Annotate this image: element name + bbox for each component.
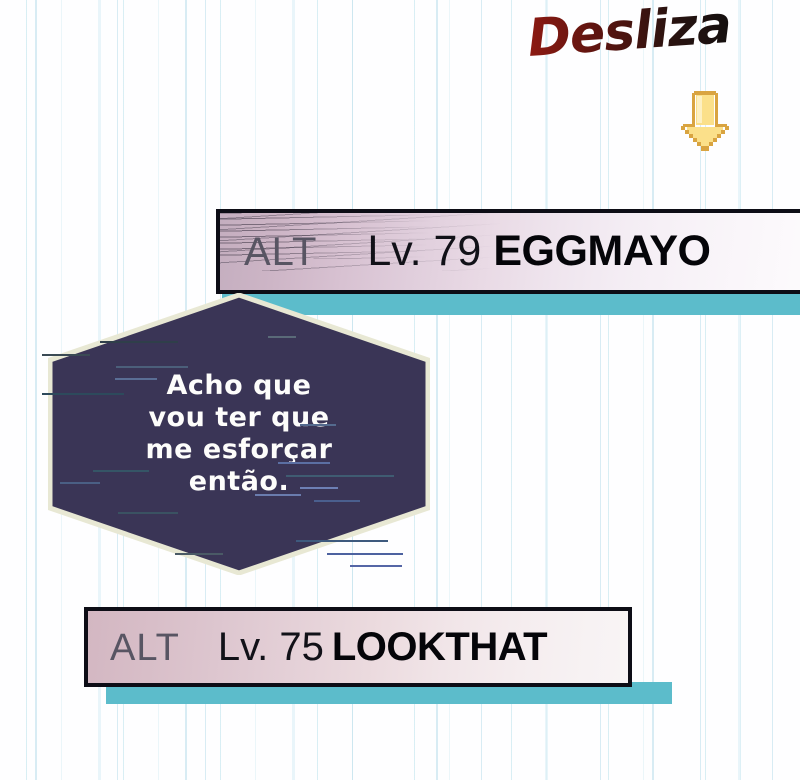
speech-bubble-shape bbox=[48, 293, 430, 575]
nameplate-body: ALT Lv. 75 LOOKTHAT bbox=[84, 607, 632, 687]
nameplate-lookthat: ALT Lv. 75 LOOKTHAT bbox=[84, 607, 672, 704]
nameplate-tag: ALT bbox=[110, 626, 180, 669]
background-stripe bbox=[700, 0, 701, 780]
nameplate-text: ALT Lv. 75 LOOKTHAT bbox=[110, 624, 548, 670]
nameplate-shadow bbox=[222, 293, 800, 315]
background-stripe bbox=[545, 0, 548, 780]
swipe-prompt-label: Desliza bbox=[527, 6, 733, 69]
nameplate-shadow bbox=[106, 682, 672, 704]
nameplate-body: ALT Lv. 79 EGGMAYO bbox=[216, 209, 800, 294]
nameplate-level: Lv. 75 bbox=[217, 624, 324, 669]
background-stripe bbox=[772, 0, 773, 780]
background-stripe bbox=[35, 0, 37, 780]
nameplate-nickname: EGGMAYO bbox=[493, 227, 711, 275]
speech-bubble: Acho que vou ter que me esforçar então. bbox=[48, 293, 430, 575]
background-stripe bbox=[652, 0, 654, 780]
background-stripe bbox=[738, 0, 741, 780]
swipe-prompt-text: Desliza bbox=[527, 6, 737, 70]
nameplate-text: ALT Lv. 79 EGGMAYO bbox=[244, 227, 711, 276]
background-stripe bbox=[481, 0, 482, 780]
background-stripe bbox=[600, 0, 601, 780]
down-arrow-icon bbox=[676, 91, 734, 154]
background-stripe bbox=[436, 0, 438, 780]
nameplate-tag: ALT bbox=[244, 230, 318, 274]
nameplate-nickname: LOOKTHAT bbox=[331, 624, 548, 669]
nameplate-level: Lv. 79 bbox=[367, 227, 482, 275]
